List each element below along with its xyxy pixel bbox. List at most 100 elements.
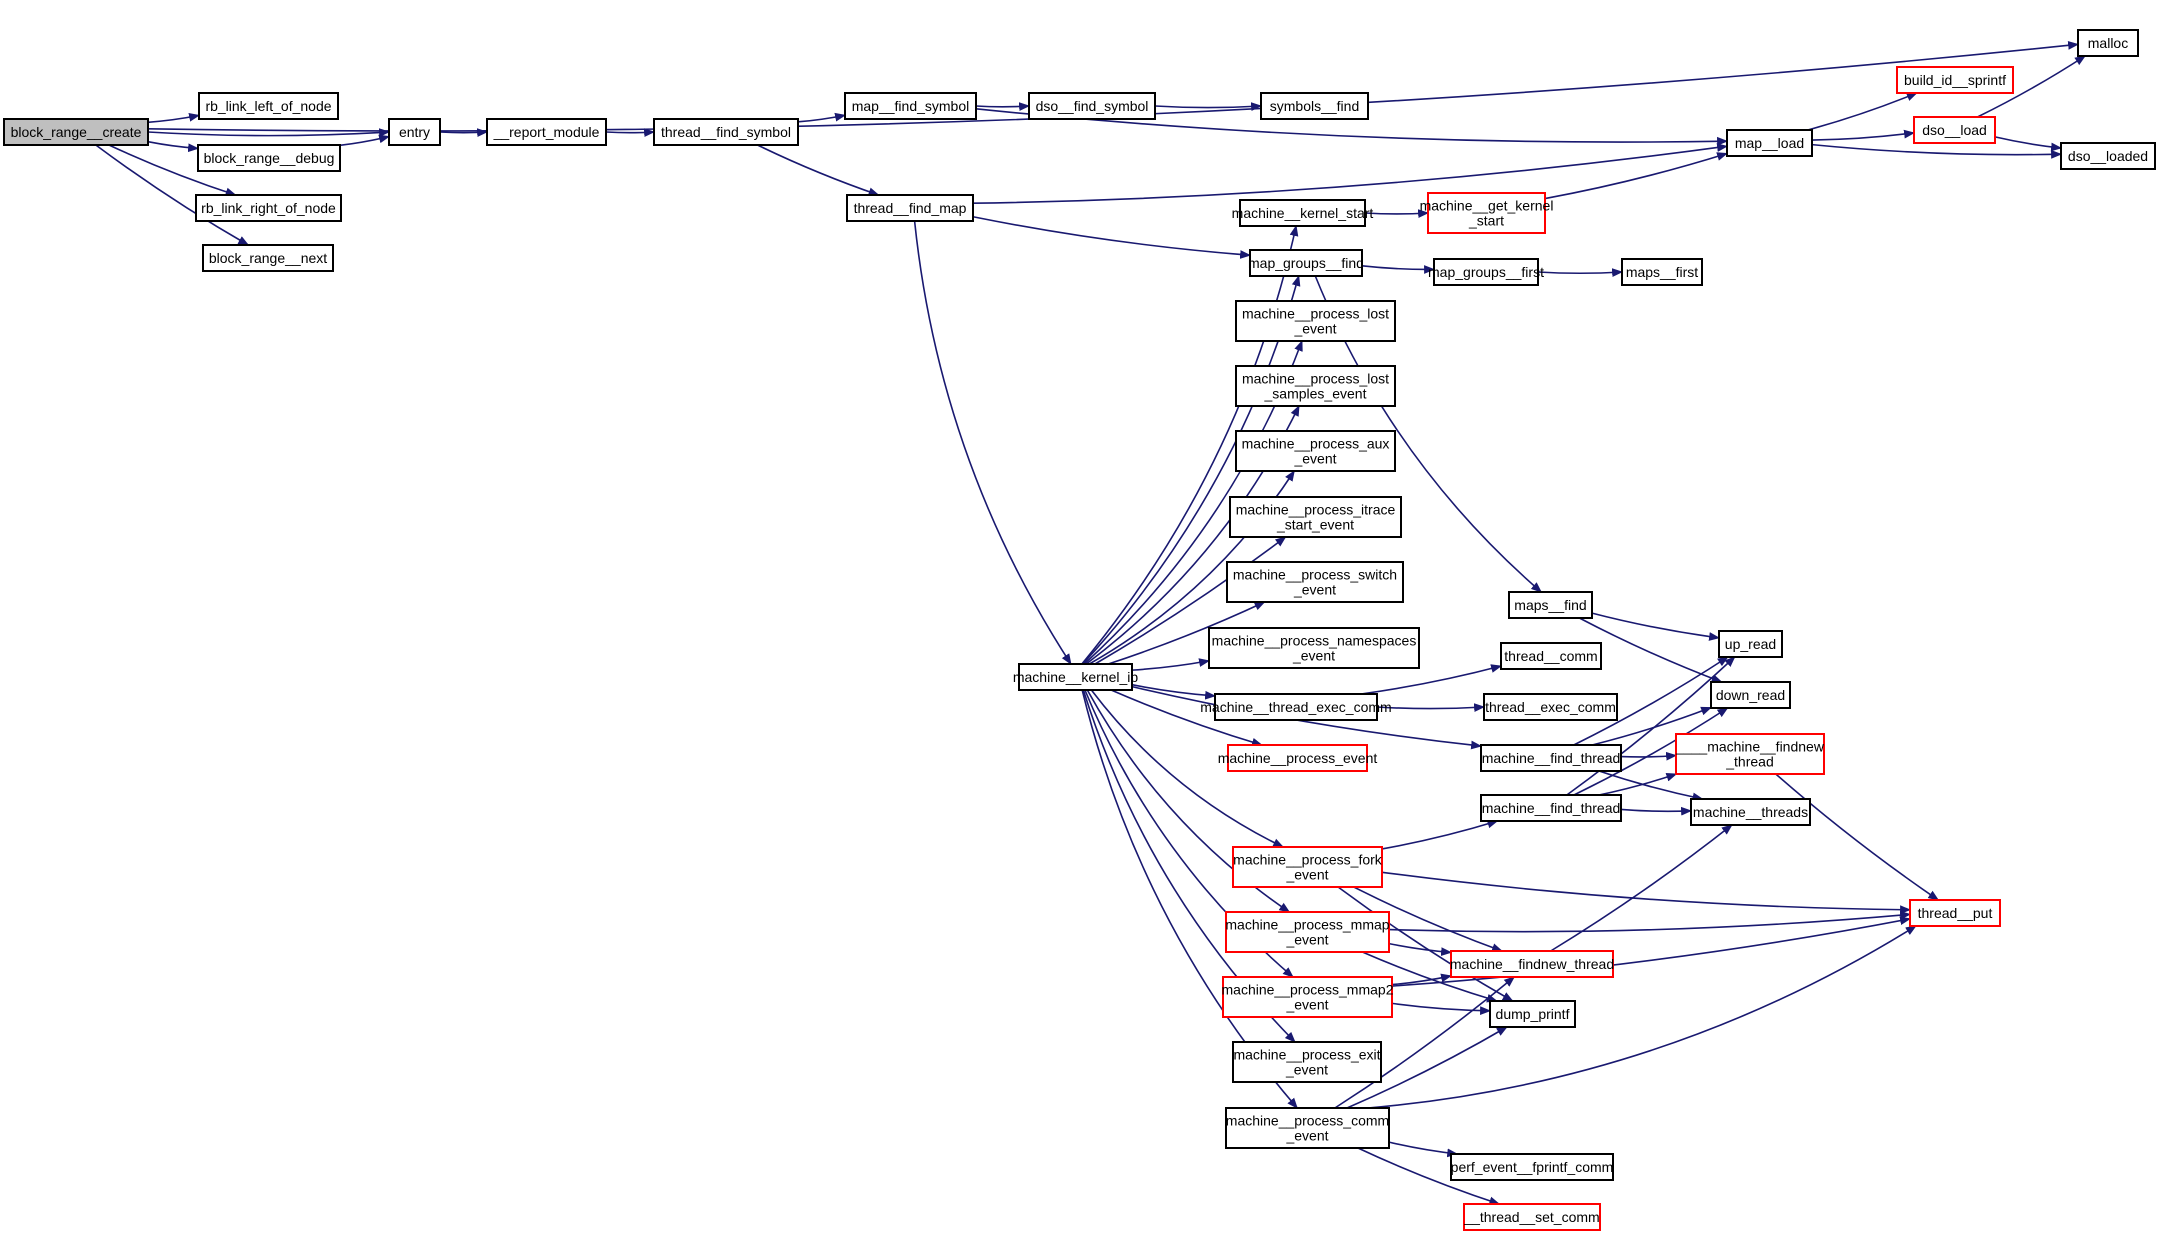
- node-machine-kernel-start[interactable]: machine__kernel_start: [1232, 199, 1374, 227]
- node-machine-process-itrace-start-event[interactable]: machine__process_itrace_start_event: [1229, 496, 1402, 538]
- node-label: map__find_symbol: [852, 98, 970, 114]
- edge-machine-kernel-ip-to-machine-find-thread-a: [1131, 685, 1483, 750]
- edge-machine-process-comm-event-to-thread-set-comm: [1357, 1147, 1501, 1206]
- edge-machine-kernel-ip-to-machine-process-mmap-event: [1086, 689, 1291, 913]
- node-dso-find-symbol[interactable]: dso__find_symbol: [1028, 92, 1156, 120]
- node-rb-link-right-of-node[interactable]: rb_link_right_of_node: [195, 194, 342, 222]
- node-label: _event: [1293, 451, 1336, 467]
- node-machine-kernel-ip[interactable]: machine__kernel_ip: [1013, 663, 1139, 691]
- node-block-range-create[interactable]: block_range__create: [3, 118, 149, 146]
- node-up-read[interactable]: up_read: [1718, 630, 1783, 658]
- edge-entry-to-report-module: [439, 128, 489, 137]
- node-label: dso__loaded: [2068, 148, 2148, 164]
- node-label: _event: [1293, 321, 1336, 337]
- node-label: machine__process_fork: [1233, 852, 1383, 868]
- node-map-load[interactable]: map__load: [1726, 129, 1813, 157]
- node-rb-link-left-of-node[interactable]: rb_link_left_of_node: [198, 92, 339, 120]
- node-machine-process-mmap-event[interactable]: machine__process_mmap_event: [1225, 911, 1390, 953]
- node-maps-first[interactable]: maps__first: [1621, 258, 1703, 286]
- node-label: machine__threads: [1693, 804, 1808, 820]
- node-map-find-symbol[interactable]: map__find_symbol: [844, 92, 977, 120]
- node-label: _thread: [1725, 754, 1773, 770]
- edge-machine-find-thread-b-to-machine-findnew-thread: [1598, 772, 1678, 796]
- node-label: _samples_event: [1264, 386, 1367, 402]
- node-label: block_range__create: [11, 124, 142, 140]
- edge-machine-find-thread-b-to-down-read: [1573, 707, 1729, 796]
- node-label: _event: [1292, 648, 1335, 664]
- node-box: [1232, 1041, 1382, 1083]
- node-symbols-find[interactable]: symbols__find: [1260, 92, 1369, 120]
- node-dump-printf[interactable]: dump_printf: [1489, 1000, 1576, 1028]
- node-box: [1214, 693, 1378, 721]
- node-maps-find[interactable]: maps__find: [1508, 591, 1593, 619]
- node-machine-process-aux-event[interactable]: machine__process_aux_event: [1235, 430, 1396, 472]
- node-label: ____machine__findnew: [1675, 739, 1825, 755]
- node-block-range-debug[interactable]: block_range__debug: [197, 144, 341, 172]
- node-thread-put[interactable]: thread__put: [1909, 899, 2001, 927]
- edge-dso-find-symbol-to-symbols-find: [1154, 102, 1263, 111]
- nodes-layer: block_range__createrb_link_left_of_nodeb…: [3, 29, 2156, 1231]
- node-machine-process-namespaces-event[interactable]: machine__process_namespaces_event: [1208, 627, 1420, 669]
- node-perf-event-fprintf-comm[interactable]: perf_event__fprintf_comm: [1450, 1153, 1614, 1181]
- edge-machine-kernel-start-to-machine-get-kernel-start: [1364, 209, 1430, 218]
- edge-machine-process-comm-event-to-perf-event-fprintf-comm: [1388, 1141, 1459, 1158]
- node-label: malloc: [2088, 35, 2128, 51]
- edge-machine-process-mmap2-event-to-dump-printf: [1391, 1002, 1492, 1016]
- node-block-range-next[interactable]: block_range__next: [202, 244, 334, 272]
- node-machine-find-thread-a[interactable]: machine__find_thread: [1480, 744, 1622, 772]
- node-machine-find-thread-b[interactable]: machine__find_thread: [1480, 794, 1622, 822]
- node-label: machine__process_lost: [1242, 371, 1389, 387]
- node-label: map_groups__find: [1248, 255, 1364, 271]
- node-thread-exec-comm[interactable]: thread__exec_comm: [1483, 693, 1618, 721]
- node-label: thread__put: [1918, 905, 1993, 921]
- node-label: machine__process_aux: [1242, 436, 1390, 452]
- edge-machine-process-comm-event-to-thread-put: [1367, 925, 1917, 1109]
- node-thread-set-comm[interactable]: __thread__set_comm: [1463, 1203, 1601, 1231]
- node-box: [3, 118, 149, 146]
- node-machine-process-fork-event[interactable]: machine__process_fork_event: [1232, 846, 1383, 888]
- node-machine-threads[interactable]: machine__threads: [1690, 798, 1811, 826]
- edge-machine-findnew-thread-to-machine-threads: [1550, 824, 1733, 952]
- node-machine-process-mmap2-event[interactable]: machine__process_mmap2_event: [1222, 976, 1394, 1018]
- node-thread-find-map[interactable]: thread__find_map: [846, 194, 974, 222]
- node-box: [1480, 744, 1622, 772]
- node-box: [1675, 733, 1825, 775]
- node-map-groups-find[interactable]: map_groups__find: [1248, 249, 1364, 277]
- node-machine-findnew-thread[interactable]: ____machine__findnew_thread: [1675, 733, 1825, 775]
- node-machine-get-kernel-start[interactable]: machine__get_kernel_start: [1420, 192, 1554, 234]
- node-machine-findnew-thread[interactable]: machine__findnew_thread: [1450, 950, 1614, 978]
- node-build-id-sprintf[interactable]: build_id__sprintf: [1896, 66, 2014, 94]
- node-machine-thread-exec-comm[interactable]: machine__thread_exec_comm: [1200, 693, 1392, 721]
- node-label: build_id__sprintf: [1904, 72, 2006, 88]
- node-label: _event: [1285, 997, 1328, 1013]
- node-machine-process-comm-event[interactable]: machine__process_comm_event: [1225, 1107, 1390, 1149]
- node-box: [1463, 1203, 1601, 1231]
- node-machine-process-lost-samples-event[interactable]: machine__process_lost_samples_event: [1235, 365, 1396, 407]
- node-machine-process-event[interactable]: machine__process_event: [1218, 744, 1378, 772]
- node-dso-loaded[interactable]: dso__loaded: [2060, 142, 2156, 170]
- edge-machine-findnew-thread-to-thread-put: [1775, 773, 1940, 901]
- node-box: [1028, 92, 1156, 120]
- node-dso-load[interactable]: dso__load: [1913, 116, 1996, 144]
- node-machine-process-lost-event[interactable]: machine__process_lost_event: [1235, 300, 1396, 342]
- node-machine-process-exit-event[interactable]: machine__process_exit_event: [1232, 1041, 1382, 1083]
- edge-machine-find-thread-a-to-machine-findnew-thread: [1620, 751, 1678, 761]
- node-box: [1239, 199, 1366, 227]
- node-box: [1621, 258, 1703, 286]
- edge-machine-process-fork-event-to-thread-put: [1381, 871, 1912, 915]
- node-machine-process-switch-event[interactable]: machine__process_switch_event: [1226, 561, 1404, 603]
- node-malloc[interactable]: malloc: [2077, 29, 2139, 57]
- edge-map-groups-first-to-maps-first: [1537, 268, 1624, 277]
- node-thread-comm[interactable]: thread__comm: [1500, 642, 1602, 670]
- node-box: [2077, 29, 2139, 57]
- node-thread-find-symbol[interactable]: thread__find_symbol: [653, 118, 799, 146]
- node-down-read[interactable]: down_read: [1710, 681, 1791, 709]
- node-label: block_range__debug: [204, 150, 335, 166]
- node-label: machine__findnew_thread: [1450, 956, 1614, 972]
- node-report-module[interactable]: __report_module: [486, 118, 607, 146]
- node-box: [1427, 192, 1546, 234]
- node-map-groups-first[interactable]: map_groups__first: [1428, 258, 1544, 286]
- node-box: [1249, 249, 1363, 277]
- node-entry[interactable]: entry: [388, 118, 441, 146]
